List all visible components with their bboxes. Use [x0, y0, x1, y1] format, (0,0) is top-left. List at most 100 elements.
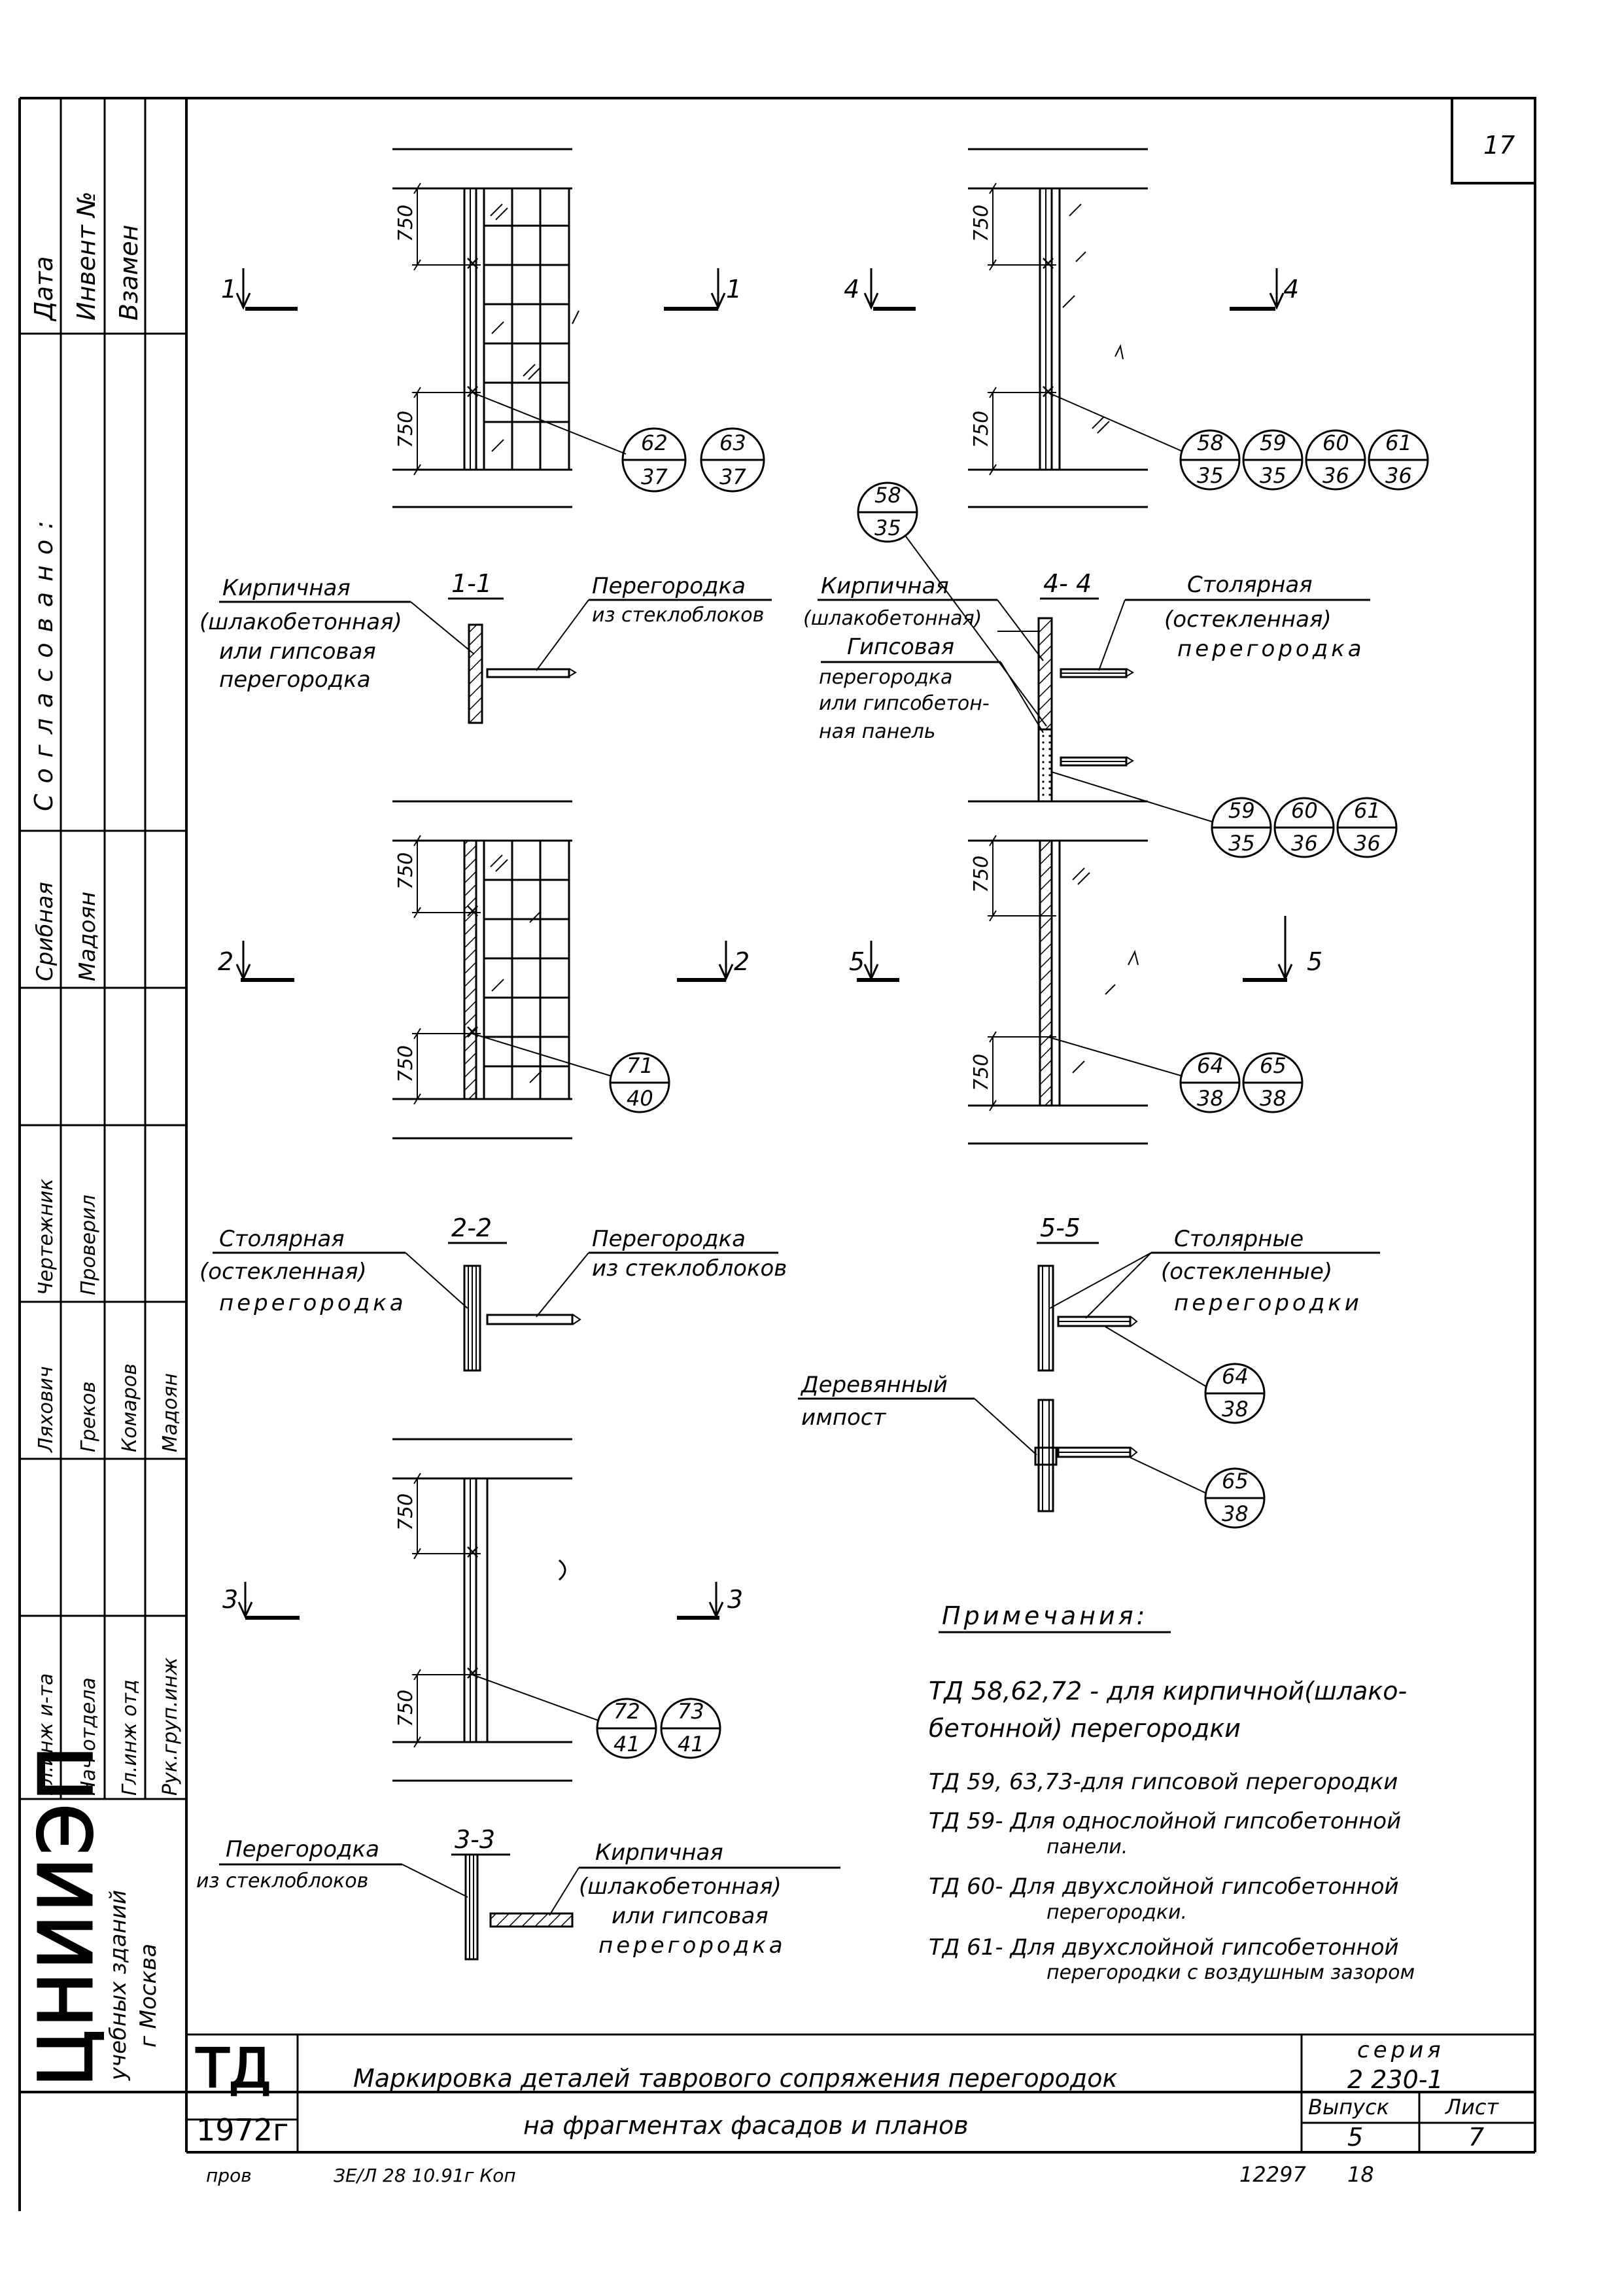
s44-g-1: Гипсовая: [847, 634, 954, 660]
section-3-left: 3: [222, 1585, 238, 1614]
section-4-4: 58 35 4- 4 Кирпичная (шлакобетонная) Гип…: [803, 481, 1398, 858]
callout-b36b: 36: [1385, 463, 1412, 488]
s33-k-2: (шлакобетонная): [579, 1874, 782, 1900]
note-3a: ТД 59- Для однослойной гипсобетонной: [929, 1808, 1401, 1834]
title-line-1: Маркировка деталей таврового сопряжения …: [353, 2064, 1117, 2093]
cross-mark-e2b: ×: [464, 1021, 481, 1043]
s22-s-3: перегородка: [219, 1290, 407, 1316]
stamp-ruk-grup: Рук.груп.инж: [159, 1658, 182, 1796]
callout-b36a: 36: [1322, 463, 1349, 488]
drawing-area: 750 750 × × 1 1 62 37 63 37: [196, 148, 1429, 1984]
title-block-cells: [186, 2118, 298, 2121]
seria-value: 2 230-1: [1347, 2065, 1443, 2094]
stamp-gl-inzh: Гл.инж и-та: [35, 1673, 58, 1796]
callout-h38: 38: [1222, 1501, 1249, 1526]
org-line-2: г Москва: [135, 1944, 162, 2048]
s11-k-4: перегородка: [219, 667, 371, 693]
s55-d-1: Деревянный: [800, 1372, 948, 1398]
s55-s-2: (остекленные): [1161, 1259, 1332, 1285]
callout-f38b: 38: [1260, 1086, 1287, 1111]
s22-s-2: (остекленная): [199, 1259, 367, 1285]
callout-b58: 58: [1197, 430, 1224, 455]
cross-mark-e1b: ×: [464, 380, 481, 403]
note-1b: бетонной) перегородки: [929, 1714, 1241, 1743]
s44-k-2: (шлакобетонная): [803, 607, 982, 630]
dim-750-e5a: 750: [970, 856, 993, 893]
elevation-5: 750 750 5 5 64 38 65 38: [849, 800, 1322, 1145]
callout-f38a: 38: [1197, 1086, 1224, 1111]
note-3b: панели.: [1046, 1836, 1128, 1859]
callout-h65: 65: [1222, 1469, 1249, 1493]
year: 1972г: [196, 2112, 288, 2148]
td-mark: ТД: [196, 2038, 271, 2100]
footer-right-1: 12297: [1239, 2162, 1306, 2187]
vypusk-label: Выпуск: [1308, 2095, 1390, 2120]
stamp-gl-inzh-otd: Гл.инж отд: [118, 1679, 141, 1796]
section-1-right: 1: [726, 275, 742, 304]
elevation-3: 750 750 × × 3 3 72 41 73 41: [222, 1438, 743, 1782]
s44-s-2: (остекленная): [1164, 606, 1332, 633]
callout-b35a: 35: [1197, 463, 1224, 488]
stamp-inv-label: Инвент №: [72, 191, 101, 321]
callout-c35: 35: [874, 515, 901, 540]
section-2-2-title: 2-2: [451, 1213, 492, 1242]
callout-37a: 37: [641, 464, 668, 489]
note-5b: перегородки с воздушным зазором: [1046, 1961, 1415, 1984]
callout-f64: 64: [1197, 1053, 1224, 1078]
section-5-left: 5: [849, 947, 865, 976]
s33-k-3: или гипсовая: [612, 1903, 769, 1929]
s11-k-2: (шлакобетонная): [199, 609, 402, 635]
callout-73: 73: [678, 1699, 704, 1724]
stamp-soglasovano: Согласовано:: [29, 510, 58, 811]
s33-p-2: из стеклоблоков: [196, 1870, 368, 1893]
dim-750-e2a: 750: [394, 852, 417, 890]
dim-750-e1b: 750: [394, 411, 417, 448]
stamp-chert-label: Чертежник: [35, 1179, 58, 1295]
callout-d36b: 36: [1354, 831, 1381, 856]
s11-k-3: или гипсовая: [219, 638, 376, 665]
section-5-5-title: 5-5: [1040, 1213, 1080, 1242]
cross-mark-e4a: ×: [1040, 252, 1056, 275]
note-4a: ТД 60- Для двухслойной гипсобетонной: [929, 1874, 1399, 1900]
notes: Примечания: ТД 58,62,72 - для кирпичной(…: [929, 1601, 1415, 1984]
notes-heading: Примечания:: [942, 1601, 1148, 1630]
callout-72: 72: [613, 1699, 640, 1724]
callout-b35b: 35: [1260, 463, 1287, 488]
s11-p-2: из стеклоблоков: [592, 604, 764, 627]
callout-d35: 35: [1228, 831, 1255, 856]
stamp-prov-label: Проверил: [77, 1195, 100, 1295]
callout-41b: 41: [678, 1732, 704, 1756]
title-block-text: ТД Маркировка деталей таврового сопряжен…: [186, 2033, 1535, 2101]
callout-37b: 37: [719, 464, 746, 489]
callout-d36a: 36: [1291, 831, 1318, 856]
elevation-2: 750 750 × × 2 2 71 40: [218, 800, 750, 1140]
elevation-1: 750 750 × × 1 1 62 37 63 37: [221, 148, 765, 508]
side-stamp: Дата Инвент № Взамен Согласовано: Срибна…: [20, 98, 186, 2088]
note-5a: ТД 61- Для двухслойной гипсобетонной: [929, 1934, 1399, 1961]
callout-71: 71: [627, 1053, 653, 1078]
callout-63: 63: [719, 430, 746, 455]
section-5-5: 5-5 Столярные (остекленные) перегородки: [798, 1213, 1380, 1529]
dim-750-e2b: 750: [394, 1045, 417, 1083]
section-4-4-title: 4- 4: [1043, 569, 1092, 598]
s22-p-2: из стеклоблоков: [592, 1255, 787, 1282]
callout-c58: 58: [874, 483, 901, 508]
callout-b61: 61: [1385, 430, 1412, 455]
dim-750-e4b: 750: [970, 411, 993, 448]
cross-mark-e4b: ×: [1040, 380, 1056, 403]
dim-750-e3a: 750: [394, 1493, 417, 1531]
cross-mark-e1a: ×: [464, 252, 481, 275]
s33-k-4: перегородка: [598, 1932, 786, 1959]
footer-right-2: 18: [1347, 2162, 1374, 2187]
cross-mark-e3a: ×: [464, 1541, 481, 1563]
stamp-lyakhovich: Ляхович: [35, 1366, 58, 1453]
section-4-left: 4: [844, 275, 859, 304]
org-line-1: учебных зданий: [105, 1890, 131, 2081]
s44-g-3: или гипсобетон-: [819, 692, 990, 715]
dim-750-e1a: 750: [394, 205, 417, 242]
seria-label: серия: [1357, 2037, 1445, 2063]
note-4b: перегородки.: [1046, 1901, 1187, 1924]
section-2-left: 2: [218, 947, 233, 976]
s55-s-1: Столярные: [1174, 1226, 1304, 1252]
